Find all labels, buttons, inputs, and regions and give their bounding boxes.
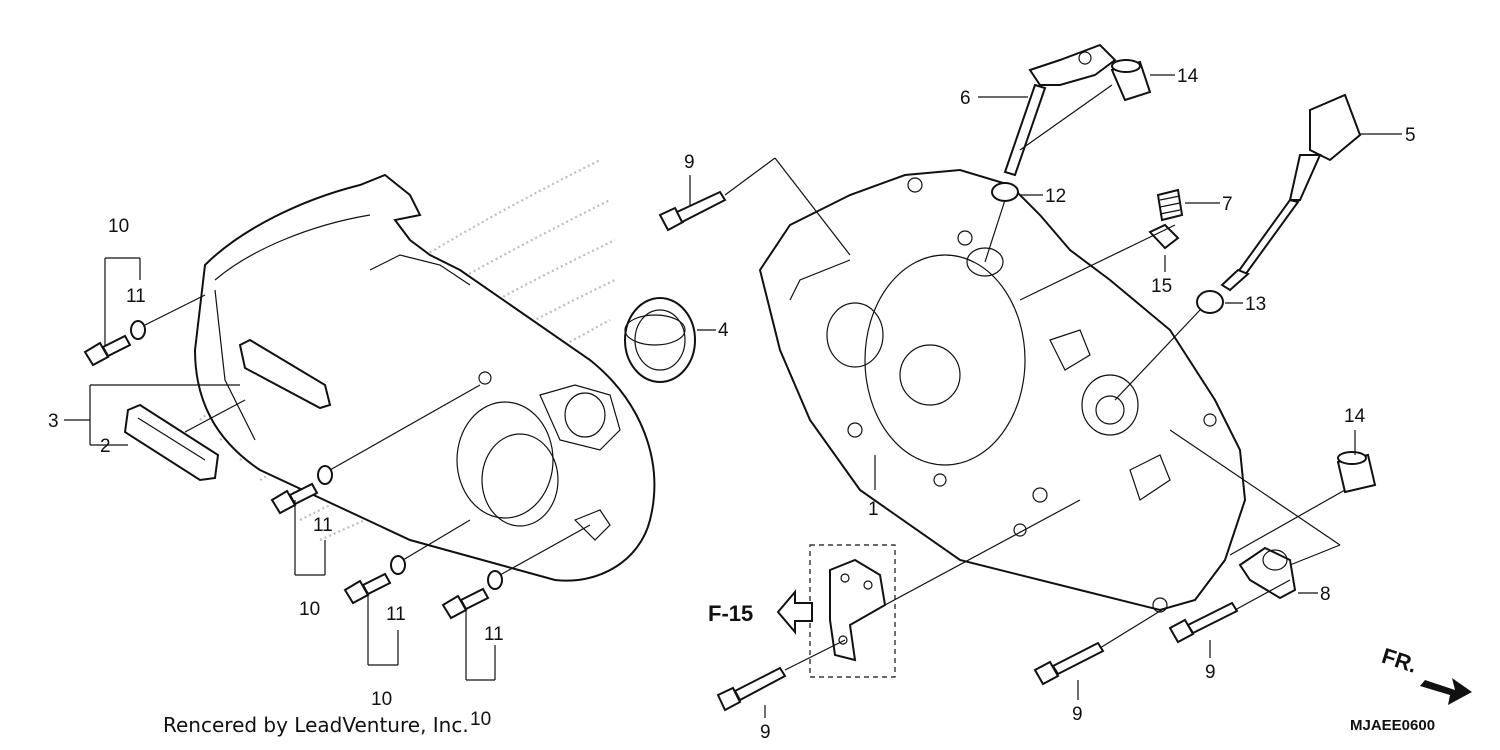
callout-11c: 11: [386, 604, 406, 625]
o-ring: [1196, 290, 1224, 314]
callout-10a: 10: [108, 216, 129, 237]
bolt-9-top: [658, 190, 727, 232]
callout-9c: 9: [1072, 704, 1083, 725]
callout-leaders: [689, 74, 1402, 718]
bolt-10-top-left: [83, 320, 146, 367]
clamp: [1238, 546, 1297, 600]
callout-3: 3: [48, 411, 59, 432]
collar-top: [1110, 59, 1152, 102]
honda-emblem: [123, 403, 220, 482]
oil-seal: [624, 297, 696, 383]
inner-cover: [758, 168, 1247, 613]
callout-9d: 9: [1205, 662, 1216, 683]
callout-4: 4: [718, 320, 729, 341]
callout-5: 5: [1405, 125, 1416, 146]
callout-2: 2: [100, 436, 111, 457]
f15-bracket: [809, 544, 896, 678]
callout-7: 7: [1222, 194, 1233, 215]
seal-ring: [991, 182, 1019, 202]
callout-11b: 11: [313, 515, 333, 536]
bolt-9-bottom-left: [716, 666, 787, 712]
spring: [1156, 188, 1184, 222]
bolt-10-bottom-mid: [343, 555, 406, 605]
callout-14b: 14: [1344, 406, 1366, 427]
emblem-recess: [238, 338, 332, 410]
group-brackets: [104, 257, 1356, 681]
small-seal: [1148, 223, 1180, 250]
bolt-9-bottom-right: [1168, 601, 1239, 644]
bolt-10-bottom-right: [441, 570, 503, 620]
bolt-9-bottom-mid: [1033, 641, 1105, 686]
callout-1: 1: [868, 499, 879, 520]
callout-14a: 14: [1177, 66, 1199, 87]
render-credit: Rencered by LeadVenture, Inc.: [163, 713, 469, 737]
front-direction-arrow: [1420, 678, 1472, 705]
callout-8: 8: [1320, 584, 1331, 605]
front-direction-label: FR.: [1379, 643, 1420, 678]
f15-arrow: [776, 589, 813, 635]
diagram-code: MJAEE0600: [1350, 717, 1435, 734]
collar-right: [1336, 451, 1377, 494]
left-crankcase-cover: [193, 173, 656, 582]
callout-11d: 11: [484, 624, 504, 645]
callout-9a: 9: [684, 152, 695, 173]
callout-12: 12: [1045, 186, 1066, 207]
callout-10c: 10: [371, 689, 392, 710]
callout-10b: 10: [299, 599, 320, 620]
callout-13: 13: [1245, 294, 1266, 315]
leader-lines: [64, 84, 1346, 671]
callout-11a: 11: [126, 286, 146, 307]
stay-rod: [1003, 43, 1117, 177]
reference-label: F-15: [708, 601, 753, 626]
callout-9b: 9: [760, 722, 771, 743]
callout-10d: 10: [470, 709, 491, 730]
callout-15: 15: [1151, 276, 1172, 297]
callout-6: 6: [960, 88, 971, 109]
dipstick: [1220, 93, 1362, 292]
bolt-10-mid-left: [270, 465, 333, 515]
